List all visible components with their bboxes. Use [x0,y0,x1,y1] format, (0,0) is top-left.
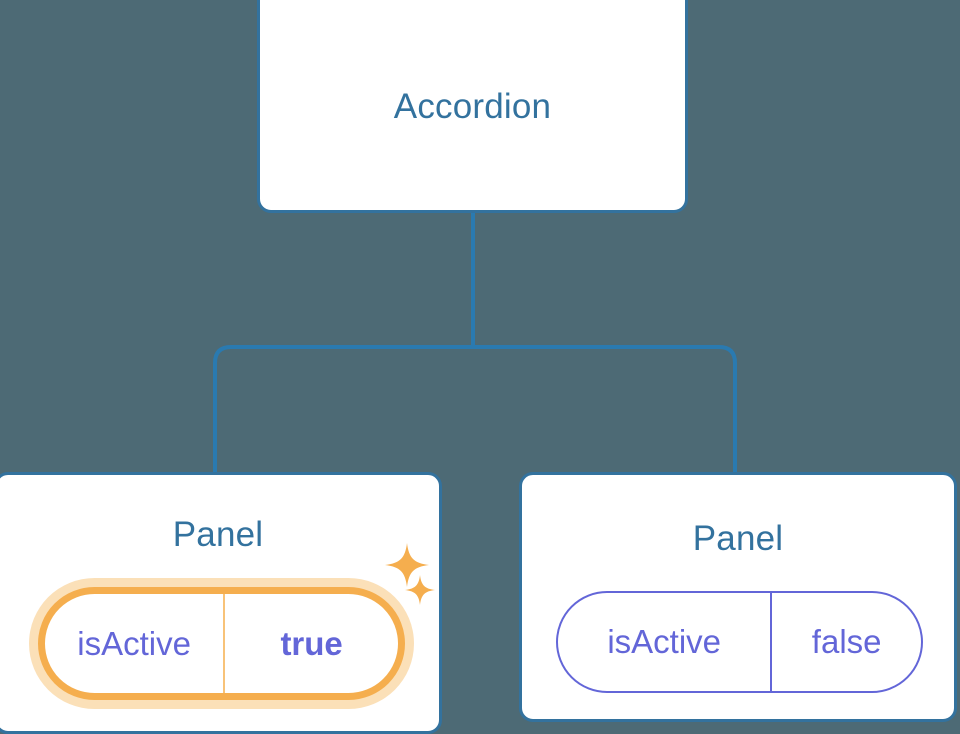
node-accordion-title: Accordion [393,87,552,126]
prop-key-label: isActive [77,624,191,662]
prop-pill-isactive-true[interactable]: isActive true [38,587,405,700]
node-accordion[interactable]: Accordion [257,0,688,213]
prop-pill-isactive-false[interactable]: isActive false [556,591,923,693]
connector-branch-right [473,345,737,474]
node-panel-inactive-title: Panel [692,519,784,558]
node-panel-active-title: Panel [172,515,264,554]
prop-value-label: true [223,594,398,693]
prop-key-label: isActive [607,623,722,660]
prop-value-label: false [770,593,921,691]
connector-branch-left [213,345,473,474]
